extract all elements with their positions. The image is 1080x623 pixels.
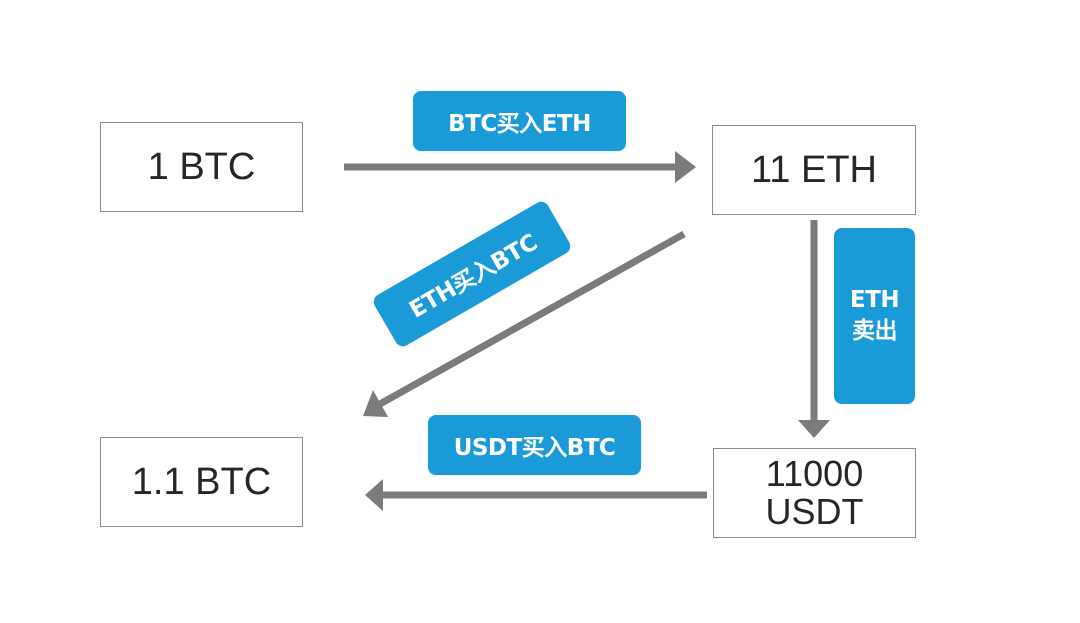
node-start-btc-label: 1 BTC bbox=[147, 145, 256, 188]
node-start-btc: 1 BTC bbox=[100, 122, 303, 212]
node-eth-label: 11 ETH bbox=[750, 148, 877, 191]
node-eth: 11 ETH bbox=[712, 125, 916, 215]
label-eth-sell-line1: ETH bbox=[849, 286, 900, 313]
node-end-btc: 1.1 BTC bbox=[100, 437, 303, 527]
label-btc-buy-eth-text: BTC买入ETH bbox=[448, 111, 591, 137]
arrow-eth-to-usdt bbox=[798, 220, 830, 438]
arrow-btc-to-eth bbox=[344, 151, 696, 183]
arrow-eth-to-btc bbox=[363, 230, 686, 417]
node-usdt-amount: 11000 bbox=[765, 453, 864, 495]
label-usdt-buy-btc-text: USDT买入BTC bbox=[453, 435, 616, 461]
arrow-usdt-to-btc bbox=[365, 479, 707, 511]
label-eth-sell-line2: 卖出 bbox=[852, 318, 898, 344]
node-end-btc-label: 1.1 BTC bbox=[131, 460, 272, 503]
label-eth-sell: ETH 卖出 bbox=[834, 228, 915, 404]
node-usdt: 11000 USDT bbox=[713, 448, 916, 538]
label-btc-buy-eth: BTC买入ETH bbox=[413, 91, 626, 151]
node-usdt-unit: USDT bbox=[765, 491, 864, 532]
label-usdt-buy-btc: USDT买入BTC bbox=[428, 415, 641, 475]
